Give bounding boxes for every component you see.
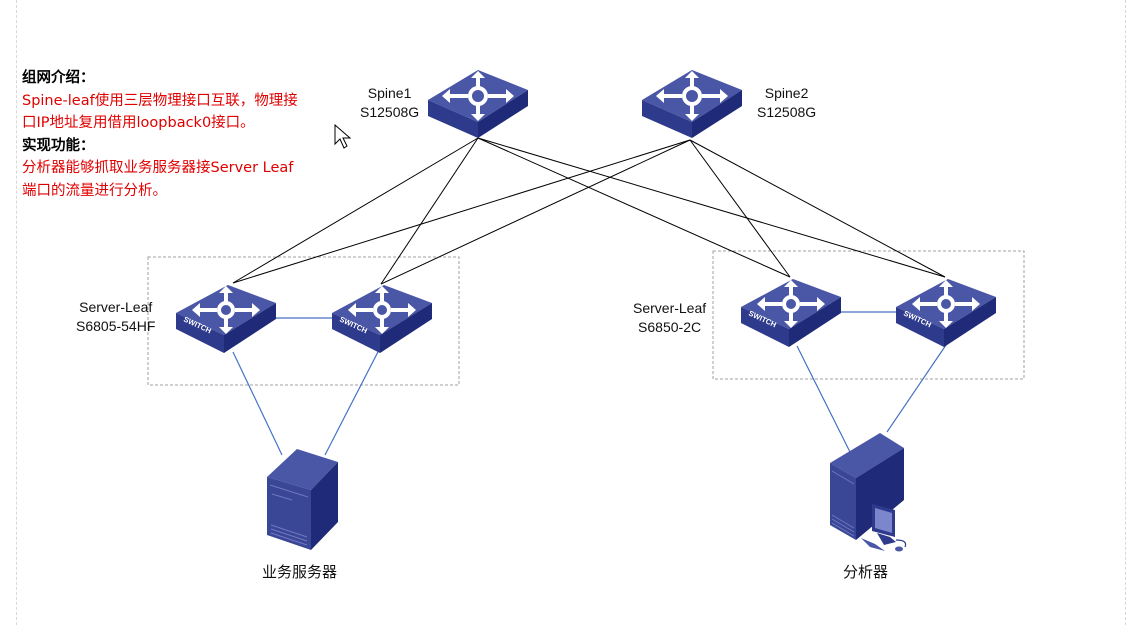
link-spine2-leaf2 [380,139,691,285]
link-spine1-leaf1 [232,137,479,284]
spine-leaf-links [232,137,946,285]
leaf-group-left-name: Server-Leaf [79,299,153,315]
spine1-switch-icon[interactable] [426,68,530,140]
link-leaf1-server [232,351,283,456]
notes-function-line1: 分析器能够抓取业务服务器接Server Leaf [22,160,294,176]
notes-topology-line1: Spine-leaf使用三层物理接口互联，物理接 [22,92,298,109]
workstation-icon[interactable] [830,433,907,552]
link-spine1-leaf3 [477,137,791,278]
leaf-group-right-model: S6850-2C [638,319,702,335]
page-margin-left [16,0,17,625]
link-spine1-leaf2 [380,137,479,285]
leaf-group-right-name: Server-Leaf [633,300,707,316]
spine2-switch-icon[interactable] [640,68,744,140]
leaf-group-box-right [712,250,1025,380]
link-leaf2-server [324,345,382,456]
notes-heading-function: 实现功能： [22,137,95,154]
link-spine2-leaf1 [232,139,691,284]
page-margin-right [1125,0,1126,625]
notes-heading-topology: 组网介绍： [22,70,95,86]
access-links [232,311,949,456]
spine1-label: Spine1 S12508G [360,84,419,122]
link-leaf4-analyzer [886,341,949,433]
link-spine2-leaf4 [689,139,946,278]
spine1-name: Spine1 [367,85,412,101]
leaf-group-right-label: Server-Leaf S6850-2C [633,299,706,337]
spine2-label: Spine2 S12508G [757,84,816,122]
analyzer-label: 分析器 [843,564,889,581]
notes-function-line2: 端口的流量进行分析。 [22,182,167,199]
link-spine1-leaf4 [477,137,946,278]
leaf-group-left-model: S6805-54HF [76,318,156,334]
spine1-model: S12508G [360,104,420,120]
spine2-name: Spine2 [764,85,809,101]
notes-panel: 组网介绍： Spine-leaf使用三层物理接口互联，物理接 口IP地址复用借用… [22,67,342,202]
mouse-cursor-icon [334,124,352,149]
link-leaf3-analyzer [796,345,851,453]
server-label: 业务服务器 [262,564,338,581]
server-tower-icon[interactable] [267,449,338,550]
leaf-group-box-left [147,256,460,386]
leaf-group-left-label: Server-Leaf S6805-54HF [76,298,155,336]
notes-topology-line2: 口IP地址复用借用loopback0接口。 [22,115,255,131]
spine2-model: S12508G [757,104,817,120]
link-spine2-leaf3 [689,139,791,278]
